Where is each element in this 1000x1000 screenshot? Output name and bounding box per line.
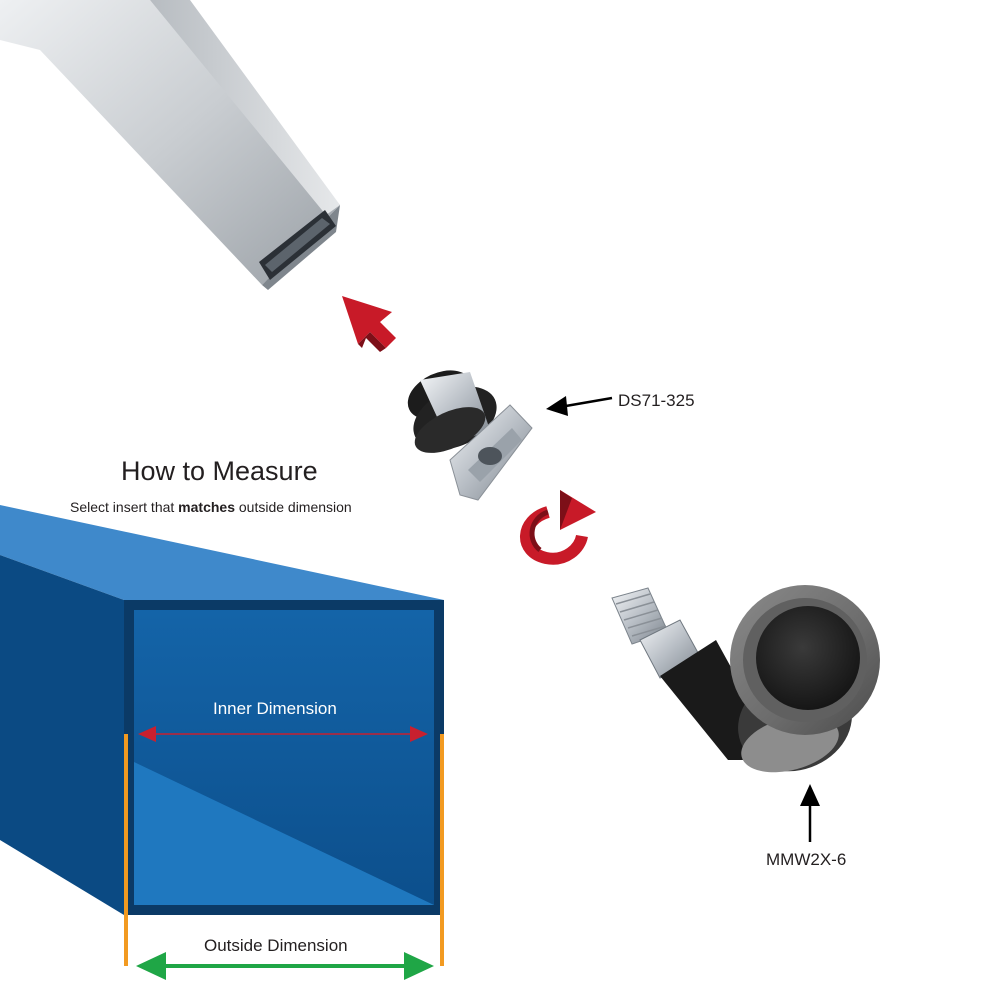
insert-part-number: DS71-325 (618, 391, 695, 410)
outside-dimension-label: Outside Dimension (204, 936, 348, 955)
measure-instruction: Select insert that matches outside dimen… (70, 499, 352, 515)
tube-left-face (0, 555, 124, 915)
callout-arrow-icon (546, 396, 613, 416)
insert-direction-arrow-icon (342, 296, 396, 352)
rotate-arrow-icon (520, 490, 596, 565)
tube-inner-floor (134, 762, 434, 905)
outside-dimension-arrow (136, 952, 434, 980)
inner-dimension-label: Inner Dimension (213, 699, 337, 718)
insert-fin-middle (414, 407, 486, 453)
inner-dimension-arrow (138, 726, 428, 742)
tube-insert-part (407, 370, 533, 501)
callout-arrow-icon (800, 784, 820, 842)
caster-part-number: MMW2X-6 (766, 850, 847, 869)
instruction-text-before: Select insert that (70, 499, 175, 515)
instruction-emphasis: matches (178, 499, 235, 515)
caster-wheel-part (611, 585, 880, 773)
aluminum-tube (0, 0, 340, 290)
caster-bracket (660, 640, 760, 760)
tube-side-face (150, 0, 340, 215)
tube-inner-wall (265, 218, 330, 272)
insert-thread-hole (478, 447, 502, 465)
instruction-text-after: outside dimension (238, 499, 352, 515)
how-to-measure-heading: How to Measure (121, 456, 318, 486)
tube-outer-face (0, 0, 340, 285)
caster-wheel-hub (756, 606, 860, 710)
square-tube-cross-section (0, 505, 444, 915)
tube-top-face (0, 505, 444, 600)
